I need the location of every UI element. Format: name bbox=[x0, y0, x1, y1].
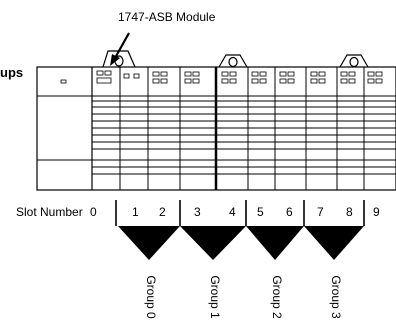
slot-number: 3 bbox=[194, 205, 201, 219]
group-2-funnel bbox=[246, 226, 304, 260]
slot-dividers bbox=[115, 200, 365, 226]
slot-number: 4 bbox=[229, 205, 236, 219]
slot-number: 2 bbox=[159, 205, 166, 219]
slot-number: 0 bbox=[90, 205, 97, 219]
io-module-indicators bbox=[152, 71, 383, 84]
mounting-lug bbox=[102, 50, 136, 68]
slot-number: 1 bbox=[132, 205, 139, 219]
group-0-funnel bbox=[118, 226, 180, 260]
slot-number: 5 bbox=[257, 205, 264, 219]
module-label: 1747-ASB Module bbox=[118, 10, 216, 24]
slot-number-label: Slot Number bbox=[16, 205, 83, 219]
slot-number: 8 bbox=[346, 205, 353, 219]
group-1-funnel bbox=[180, 226, 246, 260]
group-label: Group 0 bbox=[144, 275, 158, 319]
slot-separators bbox=[119, 67, 365, 190]
mounting-lug bbox=[218, 54, 248, 68]
power-indicator bbox=[60, 79, 67, 84]
group-label: Group 2 bbox=[270, 275, 284, 319]
group-3-funnel bbox=[304, 226, 364, 260]
mounting-lug bbox=[339, 54, 369, 68]
group-label: Group 1 bbox=[208, 275, 222, 319]
group-label: Group 3 bbox=[329, 275, 343, 319]
asb-module-indicators bbox=[96, 70, 140, 84]
groups-label: ups bbox=[0, 65, 24, 80]
module-bands bbox=[92, 95, 396, 175]
slot-number: 9 bbox=[373, 205, 380, 219]
slot-number: 7 bbox=[317, 205, 324, 219]
slot-number: 6 bbox=[286, 205, 293, 219]
module-leader-line bbox=[114, 32, 130, 59]
